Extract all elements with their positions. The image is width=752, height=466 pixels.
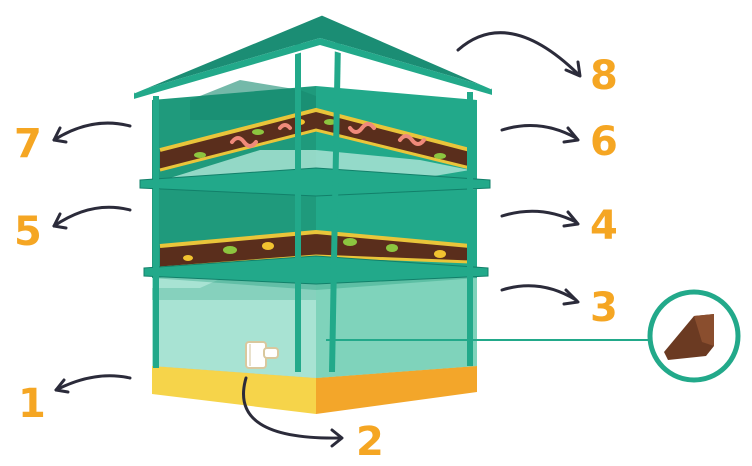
arrow-2 xyxy=(242,376,342,440)
top-soil-layer xyxy=(160,110,470,170)
base-right-face xyxy=(316,366,477,414)
label-1: 1 xyxy=(18,381,46,427)
label-2: 2 xyxy=(356,419,384,465)
callout-arrows xyxy=(52,31,582,448)
label-4: 4 xyxy=(590,203,618,249)
label-5: 5 xyxy=(14,209,42,255)
arrow-3 xyxy=(500,284,578,302)
arrow-7 xyxy=(52,121,132,142)
label-7: 7 xyxy=(14,121,42,167)
worm xyxy=(278,123,292,130)
arrow-4 xyxy=(500,209,578,224)
lid xyxy=(133,12,493,101)
lid-top xyxy=(134,14,492,92)
base-left-face xyxy=(152,366,316,414)
tap-icon xyxy=(245,341,279,369)
arrow-5 xyxy=(52,205,132,228)
label-3: 3 xyxy=(590,285,618,331)
frame-posts xyxy=(153,39,473,373)
worm xyxy=(398,134,426,146)
collection-chamber xyxy=(152,268,477,378)
worm xyxy=(230,136,258,148)
arrow-1 xyxy=(54,374,132,392)
arrow-8 xyxy=(456,31,580,76)
worm xyxy=(348,122,376,134)
label-6: 6 xyxy=(590,119,618,165)
arrow-6 xyxy=(500,124,578,140)
tray-rims xyxy=(139,167,491,285)
label-8: 8 xyxy=(590,53,618,99)
inset-detail xyxy=(326,289,741,383)
